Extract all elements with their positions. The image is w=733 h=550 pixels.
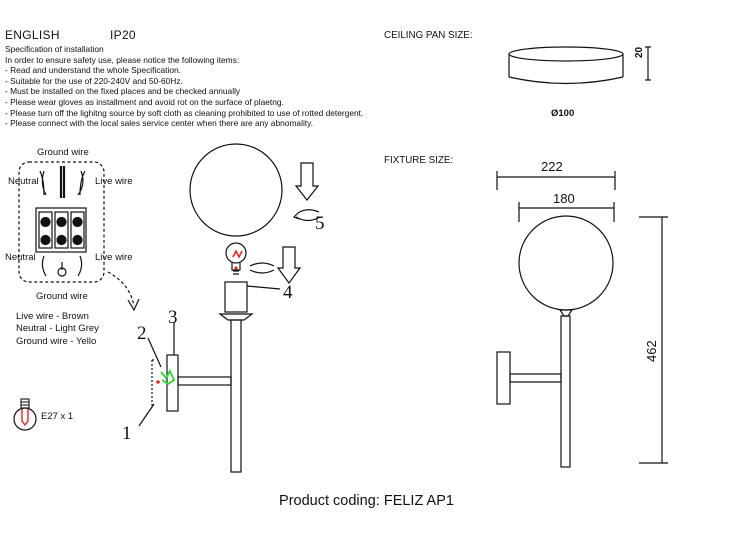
ip-rating: IP20: [110, 28, 136, 42]
fixture-drawing: [496, 171, 668, 468]
spec-line: - Suitable for the use of 220-240V and 5…: [5, 75, 183, 86]
fixture-globe-diameter: 180: [553, 191, 575, 206]
step-number-3: 3: [168, 307, 178, 328]
spec-line: - Must be installed on the fixed places …: [5, 86, 241, 97]
fixture-height: 462: [644, 340, 659, 362]
spec-line: In order to ensure safety use, please no…: [5, 54, 240, 65]
ceiling-pan-drawing: [508, 46, 651, 85]
language-label: ENGLISH: [5, 28, 60, 42]
ground-wire-label-top: Ground wire: [37, 147, 89, 158]
product-coding: Product coding: FELIZ AP1: [279, 493, 454, 509]
fixture-width-total: 222: [541, 159, 563, 174]
specification-title: Specification of installation: [5, 44, 104, 54]
ceiling-pan-diameter: Ø100: [551, 108, 575, 119]
step-number-4: 4: [283, 282, 293, 303]
live-wire-label-top: Live wire: [95, 176, 133, 187]
live-wire-label-bottom: Live wire: [95, 252, 133, 263]
spec-line: - Read and understand the whole Specific…: [5, 65, 181, 76]
terminal-block-diagram: [18, 161, 140, 312]
neutral-label-bottom: Neutral: [5, 252, 36, 263]
legend-live: Live wire - Brown: [16, 311, 89, 322]
step-number-2: 2: [137, 323, 147, 344]
bulb-icon: [13, 398, 37, 431]
exploded-lamp-diagram: [138, 143, 321, 473]
spec-line: - Please wear gloves as installment and …: [5, 96, 284, 107]
colored-details: [156, 249, 243, 386]
wire-color-legend: Live wire - Brown Neutral - Light Grey G…: [16, 311, 99, 348]
neutral-label-top: Neutral: [8, 176, 39, 187]
step-number-5: 5: [315, 213, 325, 234]
ceiling-pan-title: CEILING PAN SIZE:: [384, 30, 473, 41]
legend-neutral: Neutral - Light Grey: [16, 323, 99, 335]
specification-block: Specification of installation In order t…: [5, 44, 363, 129]
fixture-title: FIXTURE SIZE:: [384, 155, 454, 166]
bulb-label: E27 x 1: [41, 411, 74, 422]
legend-ground: Ground wire - Yello: [16, 335, 97, 347]
spec-line: - Please turn off the lighitng source by…: [5, 107, 364, 118]
ceiling-pan-height: 20: [634, 46, 645, 58]
step-number-1: 1: [122, 423, 132, 444]
ground-wire-label-bottom: Ground wire: [36, 291, 88, 302]
spec-line: - Please connect with the local sales se…: [5, 118, 314, 129]
